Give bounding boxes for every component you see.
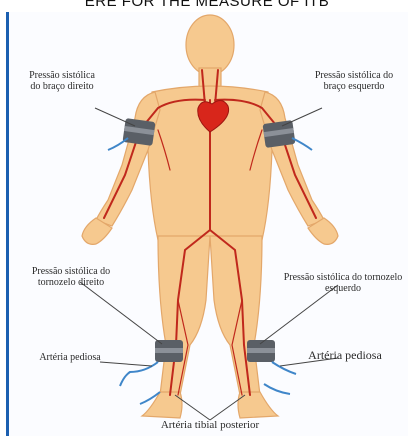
label-right-arm-pressure: Pressão sistólica do braço direito bbox=[28, 70, 96, 92]
label-left-arm-pressure: Pressão sistólica do braço esquerdo bbox=[314, 70, 394, 92]
label-right-ankle-pressure: Pressão sistólica do tornozelo direito bbox=[12, 266, 130, 288]
cuff-right-ankle bbox=[155, 340, 183, 362]
label-posterior-tibial-artery: Artéria tibial posterior bbox=[120, 420, 300, 431]
label-pedal-artery-left: Artéria pediosa bbox=[290, 350, 400, 361]
label-left-ankle-pressure: Pressão sistólica do tornozelo esquerdo bbox=[282, 272, 404, 294]
cuff-left-arm bbox=[262, 120, 295, 148]
label-pedal-artery-right: Artéria pediosa bbox=[30, 352, 110, 363]
